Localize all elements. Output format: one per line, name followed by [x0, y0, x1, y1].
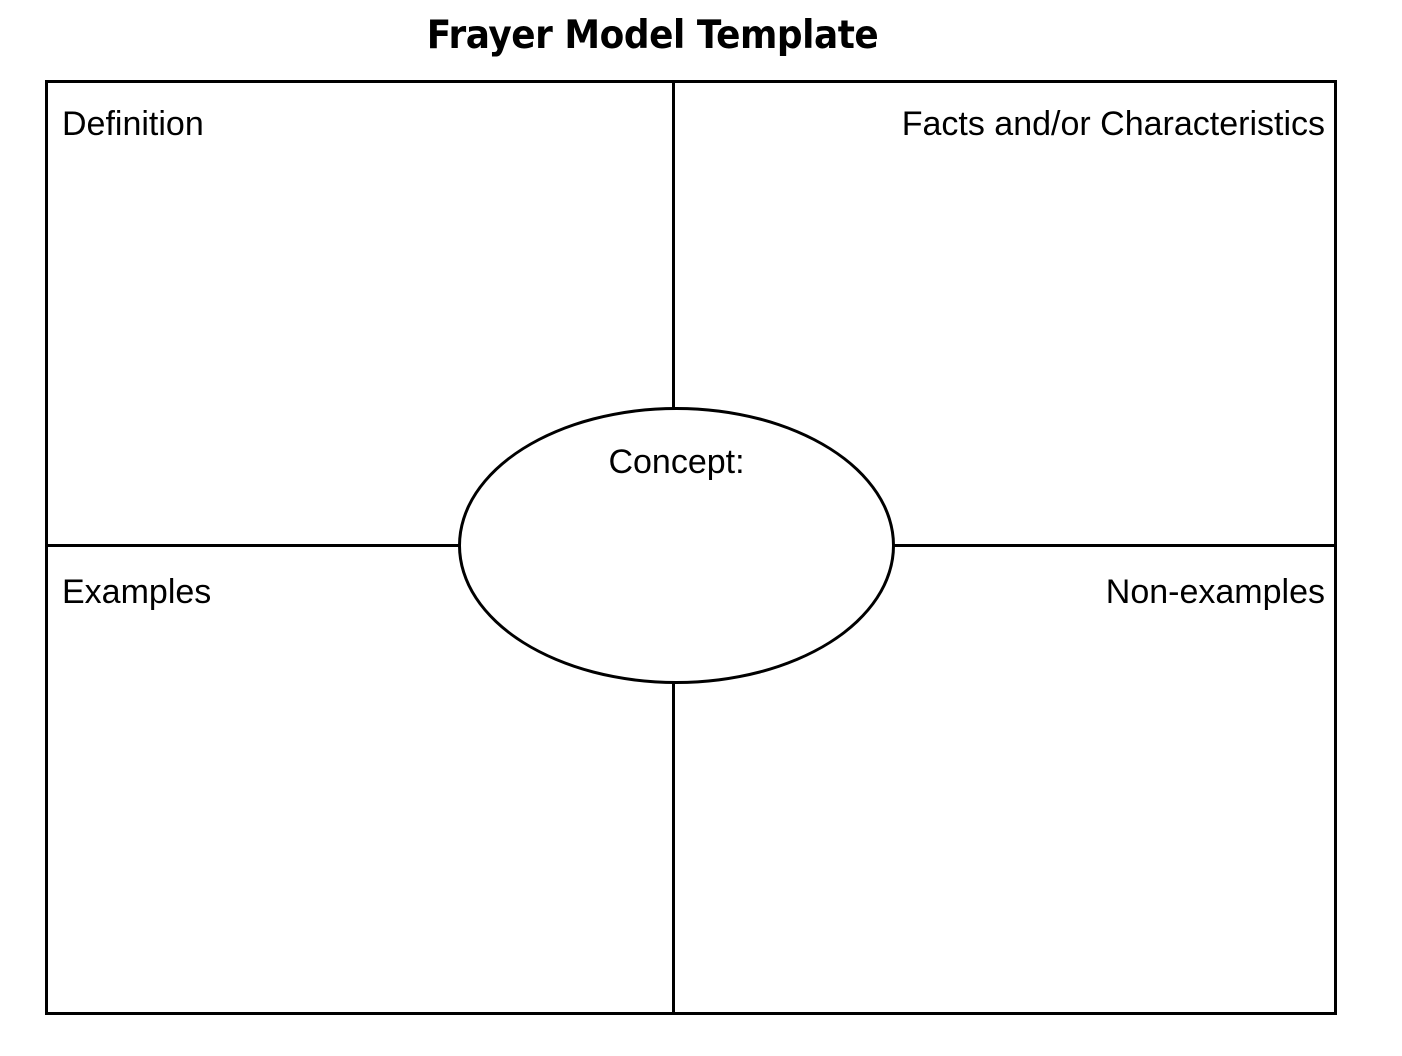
concept-label: Concept: — [608, 443, 745, 481]
quadrant-label-definition: Definition — [62, 105, 204, 143]
quadrant-label-non-examples: Non-examples — [1105, 573, 1325, 611]
concept-ellipse: Concept: — [458, 407, 895, 684]
quadrant-label-facts-and-or-characteristics: Facts and/or Characteristics — [901, 105, 1325, 143]
page-title: Frayer Model Template — [426, 13, 879, 58]
quadrant-label-examples: Examples — [62, 573, 212, 611]
